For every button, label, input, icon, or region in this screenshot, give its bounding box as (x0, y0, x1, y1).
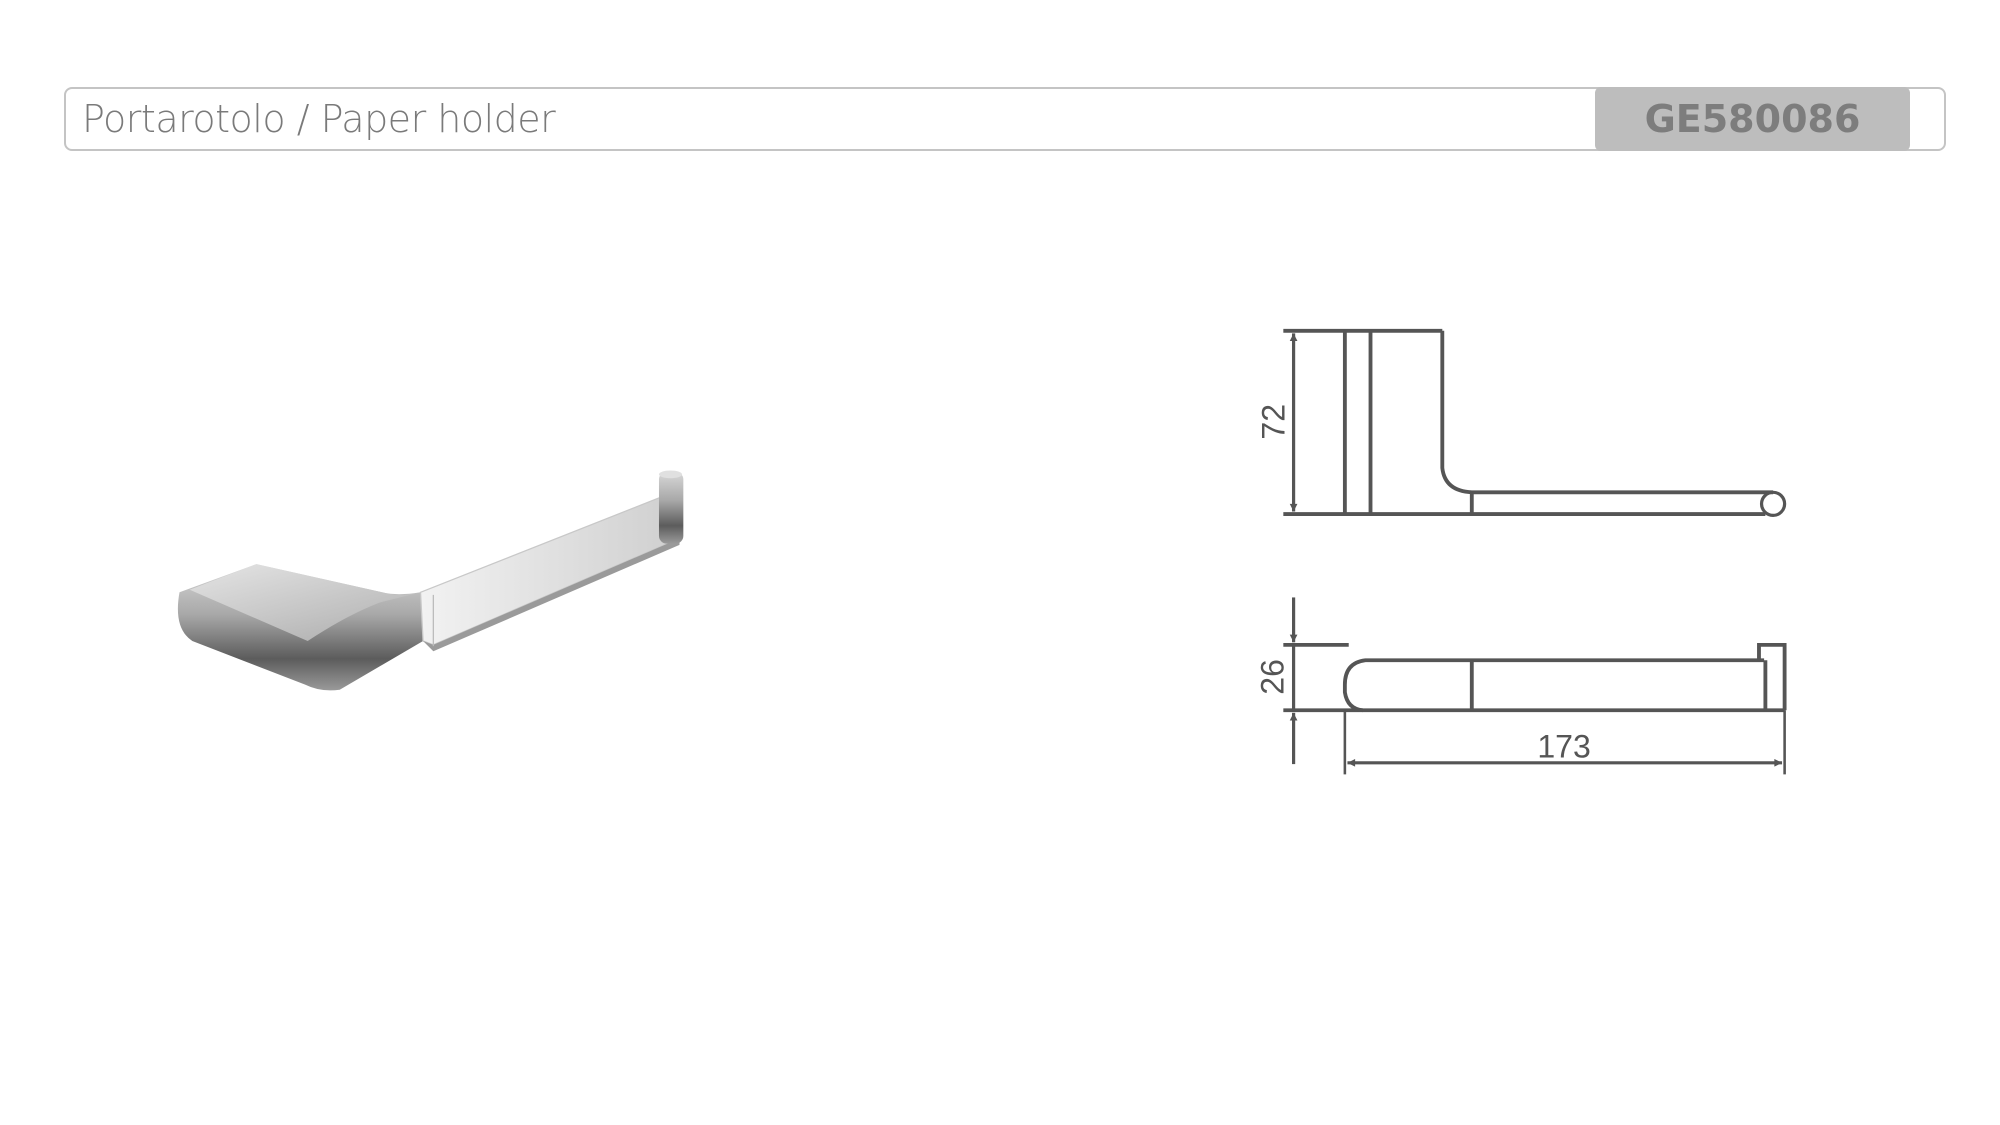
product-header: Portarotolo / Paper holder GE580086 (64, 87, 1946, 151)
technical-drawing-side-view (1283, 597, 1787, 775)
product-photo (177, 470, 684, 691)
height-dimension-label: 72 (1256, 404, 1292, 440)
product-code-badge: GE580086 (1595, 87, 1910, 151)
technical-drawing-top-view (1283, 328, 1787, 517)
product-title: Portarotolo / Paper holder (82, 97, 556, 141)
length-dimension-label: 173 (1537, 729, 1590, 765)
depth-dimension-label: 26 (1254, 659, 1290, 695)
